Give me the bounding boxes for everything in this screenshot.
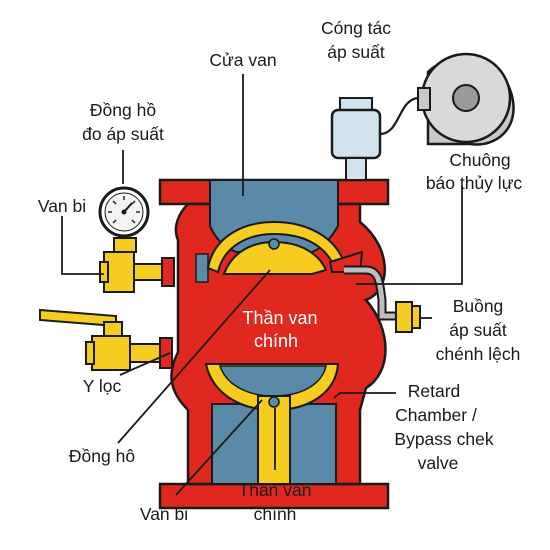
label-cong-tac-line1: Cóng tác xyxy=(321,18,391,38)
hydraulic-bell xyxy=(417,52,515,146)
switch-cable xyxy=(379,96,419,136)
pressure-gauge xyxy=(98,186,150,253)
upper-clapper xyxy=(206,220,364,275)
label-y-loc: Y lọc xyxy=(83,376,122,396)
label-dong-ho-do-line2: đo áp suất xyxy=(82,124,164,144)
label-than-van-chinh-center-line1: Thần van xyxy=(242,308,317,328)
upper-ball-valve xyxy=(99,251,175,293)
label-buong-line2: áp suất xyxy=(449,320,507,340)
label-dong-ho-bottom: Đồng hô xyxy=(69,446,135,466)
label-chuong-line2: báo thủy lực xyxy=(426,173,523,193)
label-dong-ho-do-line1: Đồng hồ xyxy=(90,100,156,120)
label-retard-line1: Retard xyxy=(408,381,461,401)
label-cua-van: Cửa van xyxy=(209,50,276,70)
label-buong-line3: chénh lệch xyxy=(436,344,521,364)
bypass-pipe xyxy=(344,267,396,319)
leader-lines xyxy=(61,74,463,496)
label-chuong-line1: Chuông xyxy=(449,150,510,170)
label-than-van-bottom-line2: chính xyxy=(254,504,297,524)
label-buong-line1: Buồng xyxy=(453,296,504,316)
differential-chamber xyxy=(395,301,421,333)
y-strainer-valve xyxy=(39,308,173,371)
label-retard-line2: Chamber / xyxy=(395,405,477,425)
label-than-van-chinh-center-line2: chính xyxy=(254,331,298,351)
lower-seat xyxy=(204,363,340,485)
label-retard-line4: valve xyxy=(418,453,459,473)
label-retard-line3: Bypass chek xyxy=(394,429,493,449)
pressure-switch xyxy=(330,97,382,181)
label-than-van-bottom-line1: Thân van xyxy=(239,480,312,500)
label-van-bi-top: Van bi xyxy=(38,196,86,216)
label-cong-tac-line2: áp suất xyxy=(327,42,385,62)
label-van-bi-bottom: Van bi xyxy=(140,504,188,524)
